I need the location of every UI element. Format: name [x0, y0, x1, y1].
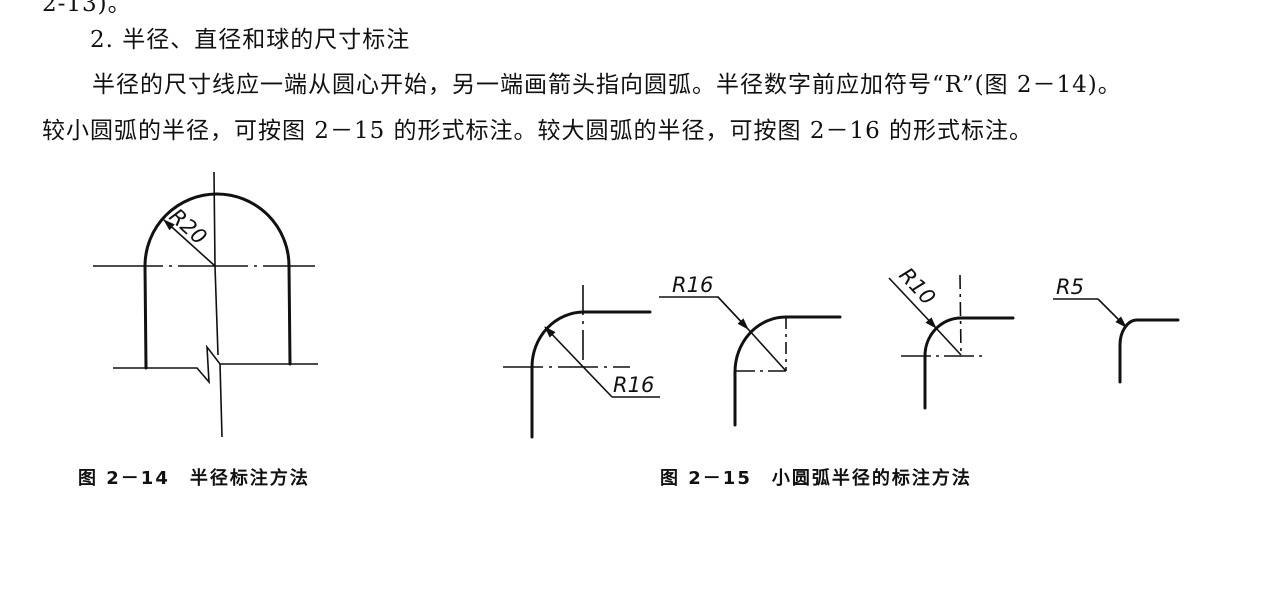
paragraph-line-2: 较小圆弧的半径，可按图 2－15 的形式标注。较大圆弧的半径，可按图 2－16 … — [42, 118, 1034, 144]
dimension-label-r10: R10 — [894, 263, 940, 310]
vertical-centerline — [213, 171, 216, 267]
figure-2-15-d: R5 — [1053, 275, 1180, 384]
arc-outline — [143, 192, 291, 268]
dimension-label-r16-a: R16 — [613, 373, 654, 397]
break-line — [113, 344, 318, 385]
figure-2-15-caption: 图 2－15 小圆弧半径的标注方法 — [660, 468, 972, 489]
figure-2-15-c: R10 — [888, 263, 1015, 410]
dimension-label-r5: R5 — [1056, 275, 1084, 299]
previous-line-tail: 2-13)。 — [42, 0, 132, 17]
dimension-label-r16-b: R16 — [672, 273, 713, 297]
paragraph-line-1: 半径的尺寸线应一端从圆心开始，另一端画箭头指向圆弧。半径数字前应加符号“R”(图… — [92, 72, 1122, 98]
figure-2-15-a: R16 — [503, 285, 660, 439]
section-heading: 2. 半径、直径和球的尺寸标注 — [90, 27, 411, 53]
figure-2-14-drawing: R20 — [93, 171, 318, 438]
radius-dimension-line — [163, 219, 216, 267]
figure-2-14-caption: 图 2－14 半径标注方法 — [78, 468, 310, 489]
figure-2-15-b: R16 — [659, 273, 842, 427]
